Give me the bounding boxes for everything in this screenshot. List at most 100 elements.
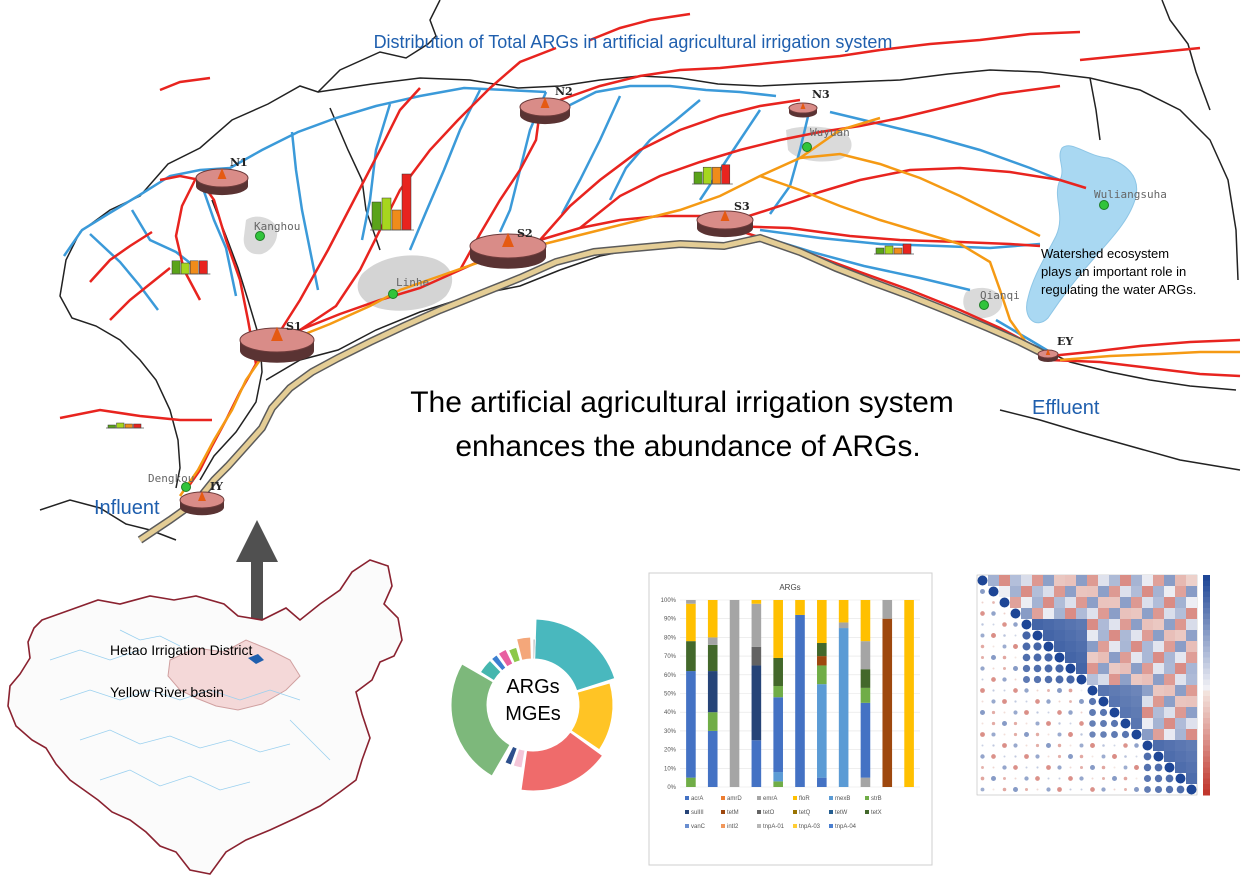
colorbar-step: [1203, 773, 1210, 779]
heatmap-cell: [1131, 575, 1142, 586]
legend-swatch: [865, 810, 869, 814]
stacked-bar-segment: [838, 622, 849, 629]
stacked-bar-segment: [751, 665, 762, 741]
heatmap-cell: [1153, 586, 1164, 597]
heatmap-dot: [1003, 689, 1006, 692]
heatmap-dot: [992, 623, 995, 626]
heatmap-cell: [1142, 707, 1153, 718]
heatmap-dot: [1044, 653, 1053, 662]
mini-bar: [133, 423, 142, 429]
stacked-bar-segment: [686, 603, 696, 642]
colorbar-step: [1203, 663, 1210, 669]
colorbar-step: [1203, 635, 1210, 642]
y-tick-label: 90%: [664, 617, 677, 623]
heatmap-dot: [999, 597, 1010, 608]
heatmap-cell: [999, 586, 1010, 597]
heatmap-dot: [1025, 722, 1028, 725]
heatmap-cell: [1164, 718, 1175, 729]
mini-bar: [884, 245, 894, 255]
heatmap-dot: [1024, 732, 1029, 737]
colorbar-step: [1203, 591, 1210, 598]
stacked-bar-segment: [795, 614, 805, 787]
heatmap-dot: [1121, 730, 1130, 739]
heatmap-cell: [1087, 630, 1098, 641]
heatmap-dot: [1079, 776, 1084, 781]
heatmap-dot: [1079, 699, 1084, 704]
heatmap-cell: [1186, 773, 1197, 784]
heatmap-dot: [1024, 710, 1029, 715]
heatmap-dot: [1123, 776, 1128, 781]
inset-rivers: [49, 629, 331, 791]
legend-label: tnpA-03: [799, 824, 821, 830]
yellow-river-basin-label: Yellow River basin: [110, 684, 224, 700]
heatmap-dot: [981, 601, 984, 604]
heatmap-dot: [1069, 788, 1072, 791]
town-marker-wuyuan: [802, 142, 812, 152]
main-message-line-2: enhances the abundance of ARGs.: [455, 430, 920, 463]
heatmap-cell: [1175, 641, 1186, 652]
colorbar-step: [1203, 745, 1210, 752]
heatmap-cell: [1131, 685, 1142, 696]
heatmap-cell: [1098, 663, 1109, 674]
heatmap-cell: [1109, 685, 1120, 696]
heatmap-cell: [1109, 586, 1120, 597]
heatmap-cell: [1098, 608, 1109, 619]
heatmap-dot: [1143, 763, 1152, 772]
heatmap-dot: [1024, 688, 1029, 693]
y-tick-label: 40%: [664, 710, 677, 716]
heatmap-dot: [1164, 762, 1175, 773]
heatmap-cell: [1131, 696, 1142, 707]
donut-segment: [512, 748, 526, 769]
heatmap-cell: [1164, 663, 1175, 674]
site-label-s3: S3: [734, 200, 750, 213]
heatmap-dot: [1003, 755, 1006, 758]
heatmap-cell: [1065, 608, 1076, 619]
legend-swatch: [757, 810, 761, 814]
heatmap-cell: [1054, 597, 1065, 608]
heatmap-cell: [1087, 652, 1098, 663]
heatmap-cell: [1109, 652, 1120, 663]
heatmap-dot: [1055, 664, 1064, 673]
heatmap-cell: [1131, 718, 1142, 729]
heatmap-dot: [1058, 777, 1061, 780]
mini-bar: [189, 260, 199, 275]
heatmap-cell: [1021, 597, 1032, 608]
heatmap-cell: [1054, 641, 1065, 652]
heatmap-dot: [980, 754, 985, 759]
heatmap-cell: [1109, 575, 1120, 586]
heatmap-dot: [1046, 699, 1051, 704]
heatmap-cell: [1131, 652, 1142, 663]
site-s3: S3: [696, 200, 754, 238]
heatmap-dot: [1101, 754, 1106, 759]
heatmap-dot: [1003, 777, 1006, 780]
heatmap-cell: [1175, 663, 1186, 674]
legend-label: tetX: [871, 810, 882, 816]
heatmap-dot: [981, 722, 984, 725]
heatmap-dot: [1025, 766, 1028, 769]
heatmap-cell: [1142, 586, 1153, 597]
heatmap-dot: [1058, 700, 1061, 703]
site-s1: S1: [239, 320, 315, 363]
heatmap-cell: [1153, 652, 1164, 663]
heatmap-dot: [1154, 785, 1163, 794]
mini-bar: [401, 173, 412, 231]
heatmap-dot: [981, 766, 984, 769]
heatmap-dot: [1036, 689, 1039, 692]
site-label-s2: S2: [517, 227, 533, 240]
heatmap-cell: [1120, 652, 1131, 663]
heatmap-dot: [1047, 733, 1050, 736]
heatmap-cell: [1153, 740, 1164, 751]
heatmap-dot: [1035, 754, 1040, 759]
y-tick-label: 20%: [664, 748, 677, 754]
heatmap-cell: [1087, 619, 1098, 630]
heatmap-dot: [1089, 720, 1096, 727]
site-pin-icon: [198, 491, 206, 501]
heatmap-dot: [1057, 710, 1062, 715]
heatmap-dot: [1123, 765, 1128, 770]
heatmap-dot: [1024, 754, 1029, 759]
mini-bar-chart: [692, 164, 733, 185]
mini-bar: [199, 260, 208, 275]
heatmap-cell: [1186, 641, 1197, 652]
heatmap-cell: [1120, 641, 1131, 652]
colorbar-step: [1203, 657, 1210, 664]
